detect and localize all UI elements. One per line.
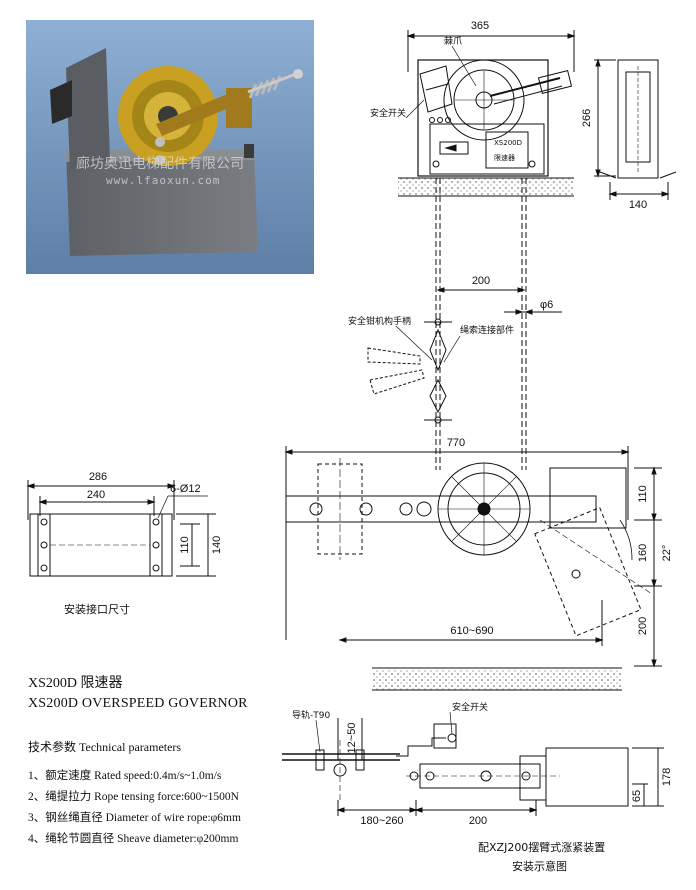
dim-mount-holes: 6-Ø12 (170, 483, 201, 495)
dim-total-770: 770 (447, 437, 465, 449)
parameter-item: 4、绳轮节圆直径 Sheave diameter:φ200mm (28, 833, 239, 845)
dim-mount-h-outer: 140 (211, 536, 223, 554)
bottom-caption-1: 配XZJ200摆臂式涨紧装置 (478, 841, 606, 854)
dim-gap: 12~50 (346, 723, 358, 754)
dim-110-right: 110 (637, 485, 649, 503)
dim-200-lower: 200 (637, 617, 649, 635)
nameplate-name: 限速器 (494, 153, 515, 162)
dim-bottom-low: 65 (631, 790, 643, 802)
bottom-caption-2: 安装示意图 (512, 860, 567, 873)
dim-side-width: 140 (629, 199, 647, 211)
dim-range: 610~690 (450, 625, 493, 637)
label-rope-connector: 绳索连接部件 (460, 324, 514, 336)
product-title-cn: XS200D 限速器 (28, 676, 123, 691)
parameter-item: 2、绳提拉力 Rope tensing force:600~1500N (28, 791, 239, 803)
governor-front-view (398, 30, 576, 197)
parameters-heading: 技术参数 Technical parameters (28, 740, 182, 754)
label-safety-switch-top: 安全开关 (370, 107, 406, 119)
dim-rope-spacing: 200 (472, 275, 490, 287)
label-rail: 导轨-T90 (292, 709, 330, 721)
label-pawl: 棘爪 (444, 36, 462, 47)
tension-device (284, 446, 662, 691)
parameter-item: 1、额定速度 Rated speed:0.4m/s~1.0m/s (28, 770, 222, 782)
photo-watermark-url: www.lfaoxun.com (106, 174, 221, 187)
label-safety-switch-bottom: 安全开关 (452, 701, 488, 713)
rope-section (367, 178, 562, 470)
dim-rope-dia: φ6 (540, 299, 553, 311)
governor-photo-illustration (26, 20, 314, 274)
dim-mount-outer: 286 (89, 471, 107, 483)
parameters-list: 1、额定速度 Rated speed:0.4m/s~1.0m/s 2、绳提拉力 … (28, 766, 241, 850)
label-safety-handle: 安全钳机构手柄 (348, 315, 411, 327)
dim-160: 160 (637, 544, 649, 562)
mounting-interface (26, 480, 216, 577)
dim-bottom-height: 178 (661, 768, 673, 786)
dim-mount-h-inner: 110 (179, 536, 191, 554)
parameter-item: 3、钢丝绳直径 Diameter of wire rope:φ6mm (28, 812, 241, 824)
product-photo: 廊坊奥迅电梯配件有限公司 www.lfaoxun.com (26, 20, 314, 274)
product-title-en: XS200D OVERSPEED GOVERNOR (28, 696, 248, 711)
dim-governor-height: 266 (581, 109, 593, 127)
mounting-caption: 安装接口尺寸 (64, 603, 130, 616)
photo-watermark-company: 廊坊奥迅电梯配件有限公司 (76, 156, 244, 172)
dim-angle: 22° (661, 545, 673, 562)
dim-governor-width: 365 (471, 20, 489, 32)
dim-mount-inner: 240 (87, 489, 105, 501)
governor-side-view (594, 58, 677, 200)
dim-bottom-mid: 200 (469, 815, 487, 827)
dim-bottom-left: 180~260 (360, 815, 403, 827)
nameplate-model: XS200D (494, 139, 522, 147)
bottom-view (282, 711, 664, 816)
